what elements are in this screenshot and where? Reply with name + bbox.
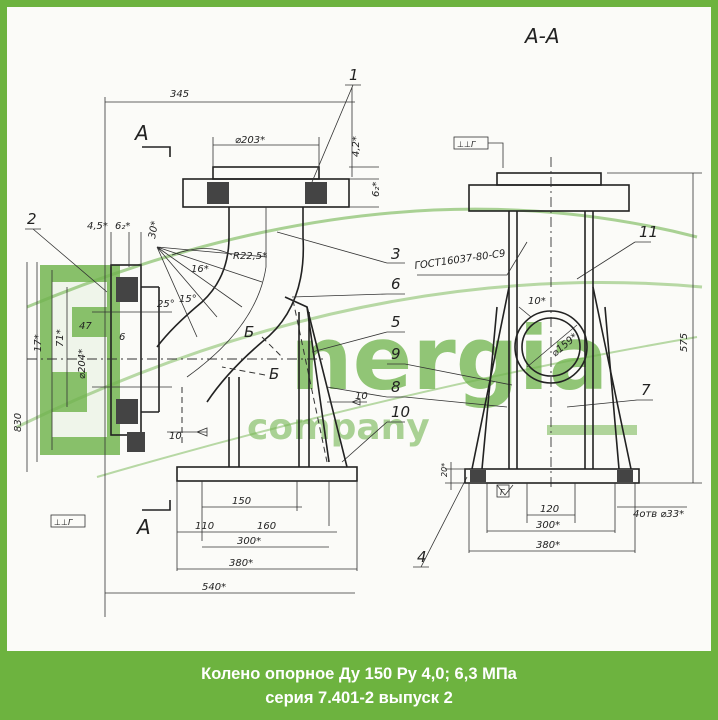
dim-540: 540* [202, 582, 226, 593]
dim-25deg: 25° [157, 299, 175, 310]
watermark-logo: nergia company [16, 207, 703, 478]
dim-4-holes: 4отв ⌀33* [633, 509, 684, 520]
label-b1: Б [244, 323, 254, 341]
dim-r22-5: R22,5* [233, 251, 267, 262]
caption-title: Колено опорное Ду 150 Ру 4,0; 6,3 МПа [201, 664, 517, 683]
dim-380-right: 380* [536, 540, 560, 551]
dim-10-section: 10* [528, 296, 546, 307]
section-title: A-A [523, 24, 560, 48]
callout-7: 7 [641, 381, 651, 399]
callout-9: 9 [391, 345, 401, 363]
dim-300-left: 300* [237, 536, 261, 547]
section-mark-top: A [133, 121, 149, 145]
caption-series: серия 7.401-2 выпуск 2 [265, 688, 453, 707]
frame-label-right: ⊥⊥Г [457, 140, 476, 149]
watermark-sub: company [247, 407, 430, 448]
dim-6: 6 [119, 332, 125, 343]
callouts: 1 2 3 4 5 6 7 8 9 10 11 [25, 66, 658, 568]
dim-15deg: 15° [179, 294, 197, 305]
gost-label: ГОСТ16037-80-С9 [414, 248, 506, 272]
dim-30: 30* [147, 220, 161, 239]
dim-10-right: 10 [355, 391, 368, 402]
label-b2: Б [269, 365, 279, 383]
angle-dims: R22,5* 30* 25° 15° 16* [147, 220, 267, 338]
callout-2: 2 [27, 210, 37, 228]
dim-17: 17* [33, 334, 44, 352]
dim-575: 575 [679, 333, 690, 352]
callout-4: 4 [417, 548, 427, 566]
dim-20: 20* [440, 463, 449, 477]
frame-label-left: ⊥⊥Г [54, 518, 73, 527]
dim-6-2-side: 6₂* [115, 221, 130, 232]
technical-drawing: nergia company A-A A A 345 [13, 24, 703, 617]
dim-380-left: 380* [229, 558, 253, 569]
dim-300-right: 300* [536, 520, 560, 531]
dim-47: 47 [79, 321, 92, 332]
dim-10-left: 10 [169, 431, 182, 442]
dim-16: 16* [191, 264, 209, 275]
dim-150: 150 [232, 496, 251, 507]
callout-3: 3 [391, 245, 401, 263]
callout-11: 11 [639, 223, 658, 241]
callout-5: 5 [391, 313, 401, 331]
dim-4-5: 4,5* [87, 221, 108, 232]
callout-6: 6 [391, 275, 401, 293]
dim-160: 160 [257, 521, 276, 532]
watermark-brand: nergia [290, 307, 608, 410]
dim-345: 345 [170, 89, 189, 100]
section-mark-bottom: A [135, 515, 151, 539]
callout-10: 10 [391, 403, 410, 421]
dim-4-2: 4,2* [351, 136, 362, 157]
dim-d204: ⌀204* [77, 349, 88, 379]
dim-d203: ⌀203* [235, 135, 265, 146]
drawing-sheet: nergia company A-A A A 345 [7, 7, 711, 651]
dim-6-2: 6₂* [371, 182, 382, 197]
dim-120: 120 [540, 504, 559, 515]
dim-71: 71* [55, 329, 66, 347]
dim-830: 830 [13, 413, 24, 432]
callout-8: 8 [391, 378, 401, 396]
callout-1: 1 [349, 66, 359, 84]
dim-110: 110 [195, 521, 214, 532]
caption-block: Колено опорное Ду 150 Ру 4,0; 6,3 МПа се… [0, 651, 718, 720]
